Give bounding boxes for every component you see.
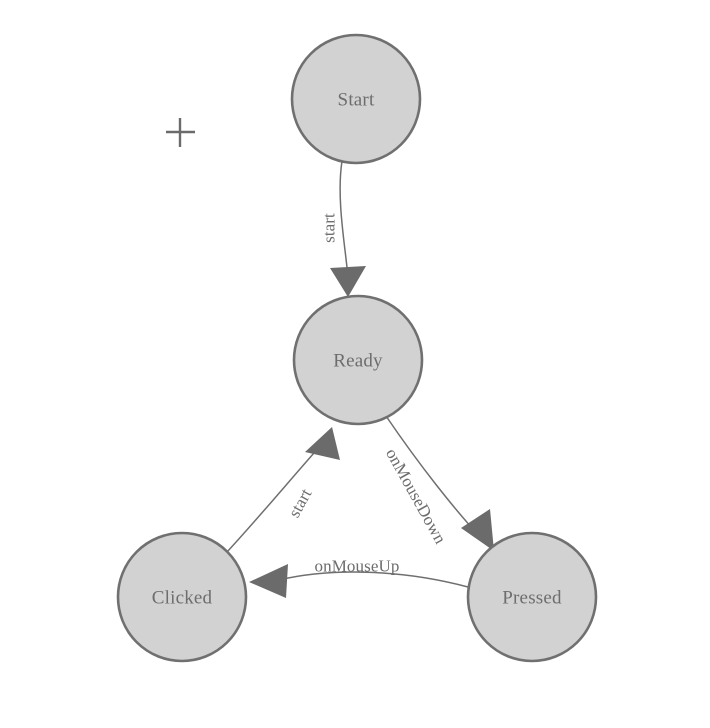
node-pressed-label: Pressed (502, 588, 562, 609)
node-start-label: Start (338, 90, 375, 111)
edge-clicked-to-ready-arrowhead (305, 427, 340, 460)
node-clicked-circle (116, 531, 248, 663)
node-pressed[interactable]: Pressed (466, 531, 598, 663)
edge-start-to-ready-arrowhead (330, 266, 366, 297)
crosshair-icon[interactable] (166, 118, 195, 147)
node-start[interactable]: Start (290, 33, 422, 165)
edge-label-ready-to-pressed: onMouseDown (382, 445, 450, 547)
edge-label-pressed-to-clicked: onMouseUp (315, 557, 400, 576)
node-clicked[interactable]: Clicked (116, 531, 248, 663)
edge-pressed-to-clicked[interactable]: onMouseUp (249, 557, 469, 599)
edge-pressed-to-clicked-path (278, 571, 469, 588)
edge-ready-to-pressed-arrowhead (461, 509, 494, 551)
edge-start-to-ready-path (339, 160, 349, 279)
node-ready[interactable]: Ready (292, 294, 424, 426)
node-ready-label: Ready (333, 351, 383, 372)
edge-start-to-ready[interactable]: start (320, 160, 367, 297)
node-clicked-label: Clicked (152, 588, 213, 609)
node-pressed-circle (466, 531, 598, 663)
node-ready-circle (292, 294, 424, 426)
node-start-circle (290, 33, 422, 165)
edge-label-start-to-ready: start (320, 213, 339, 243)
edge-clicked-to-ready[interactable]: start (226, 427, 340, 553)
edge-label-clicked-to-ready: start (284, 485, 315, 520)
edge-ready-to-pressed[interactable]: onMouseDown (382, 415, 494, 551)
edge-pressed-to-clicked-arrowhead (249, 564, 288, 598)
edge-clicked-to-ready-path (226, 443, 323, 553)
